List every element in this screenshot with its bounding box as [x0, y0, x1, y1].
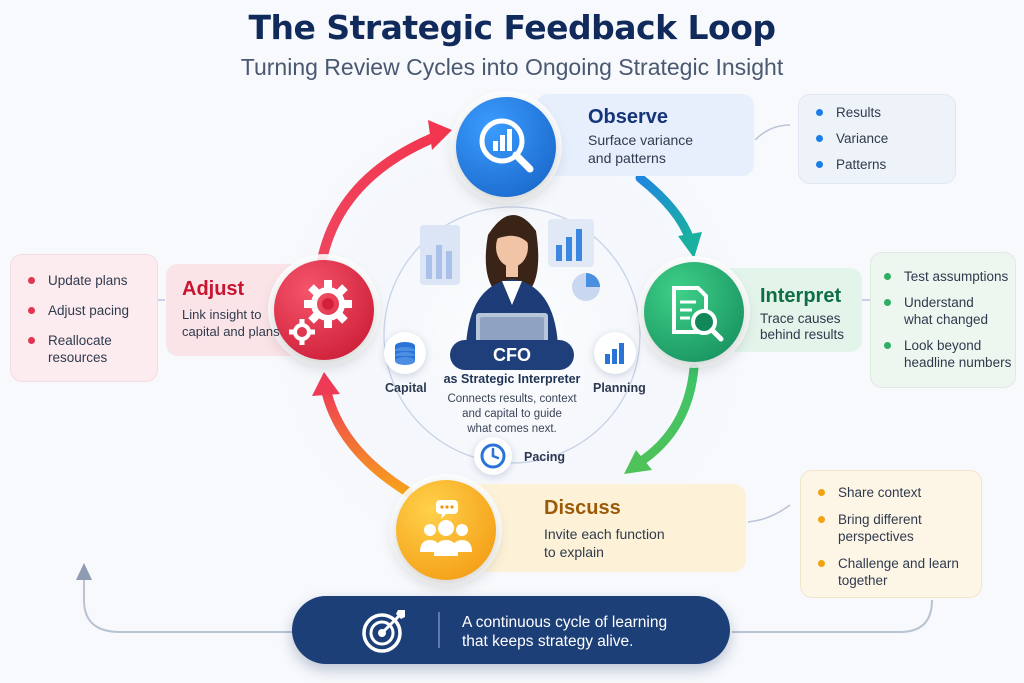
discuss-circle — [396, 480, 496, 580]
arrow-observe-to-interpret — [635, 173, 695, 245]
list-item: Adjust pacing — [26, 302, 156, 319]
gears-icon — [289, 280, 352, 345]
page-subtitle: Turning Review Cycles into Ongoing Strat… — [240, 54, 784, 80]
observe-title: Observe — [588, 106, 669, 128]
adjust-desc-line2: capital and plans — [182, 324, 280, 339]
coins-icon — [395, 342, 415, 365]
list-item: Share context — [816, 484, 976, 501]
page-title: The Strategic Feedback Loop — [248, 8, 776, 47]
cfo-subtitle: as Strategic Interpreter — [443, 372, 581, 386]
adjust-circle — [274, 260, 374, 360]
discuss-title: Discuss — [544, 497, 621, 519]
arrow-interpret-to-discuss — [635, 363, 699, 467]
list-item: Variance — [814, 130, 888, 147]
bar-chart-icon — [605, 343, 624, 364]
capital-circle — [384, 332, 426, 374]
pacing-circle — [474, 437, 512, 475]
interpret-title: Interpret — [760, 285, 842, 307]
target-arrow-icon — [362, 610, 405, 653]
cfo-desc-line2: and capital to guide — [462, 408, 562, 420]
clock-icon — [480, 443, 506, 469]
observe-list-card — [798, 94, 956, 184]
arrow-discuss-to-adjust — [321, 385, 413, 497]
cfo-badge: CFO — [450, 340, 574, 370]
cfo-desc-line3: what comes next. — [467, 423, 557, 435]
observe-card — [536, 94, 754, 176]
footer-text: A continuous cycle of learning that keep… — [462, 613, 667, 651]
interpret-circle — [644, 262, 744, 362]
list-item: Patterns — [814, 156, 888, 173]
observe-circle — [456, 97, 556, 197]
team-chat-icon — [420, 500, 472, 556]
list-item: Update plans — [26, 272, 156, 289]
discuss-desc-line1: Invite each function — [544, 526, 665, 542]
capital-label: Capital — [385, 381, 427, 395]
pacing-label: Pacing — [524, 450, 565, 464]
cfo-desc-line1: Connects results, context — [447, 393, 577, 405]
magnifier-chart-icon — [479, 118, 534, 173]
footer-banner: A continuous cycle of learning that keep… — [292, 596, 730, 664]
footer-line1: A continuous cycle of learning — [462, 614, 668, 631]
discuss-desc-line2: to explain — [544, 544, 604, 560]
document-search-icon — [672, 286, 724, 342]
observe-desc-line1: Surface variance — [588, 132, 694, 148]
cfo-description: Connects results, context and capital to… — [432, 392, 592, 437]
footer-divider — [438, 612, 440, 648]
arrow-adjust-to-observe — [317, 130, 445, 265]
observe-list: Results Variance Patterns — [814, 104, 888, 173]
planning-circle — [594, 332, 636, 374]
adjust-list-card — [10, 254, 158, 382]
observe-desc-line2: and patterns — [588, 150, 666, 166]
discuss-card — [466, 484, 746, 572]
adjust-title: Adjust — [182, 278, 245, 300]
interpret-desc-line1: Trace causes — [760, 311, 841, 326]
interpret-list-card — [870, 252, 1016, 388]
planning-label: Planning — [593, 381, 646, 395]
discuss-list-card — [800, 470, 982, 598]
list-item: Test assumptions — [882, 268, 1016, 285]
list-item: Results — [814, 104, 888, 121]
adjust-desc-line1: Link insight to — [182, 307, 262, 322]
cfo-illustration — [420, 214, 600, 345]
footer-line2: that keeps strategy alive. — [462, 633, 634, 650]
interpret-desc-line2: behind results — [760, 327, 845, 342]
